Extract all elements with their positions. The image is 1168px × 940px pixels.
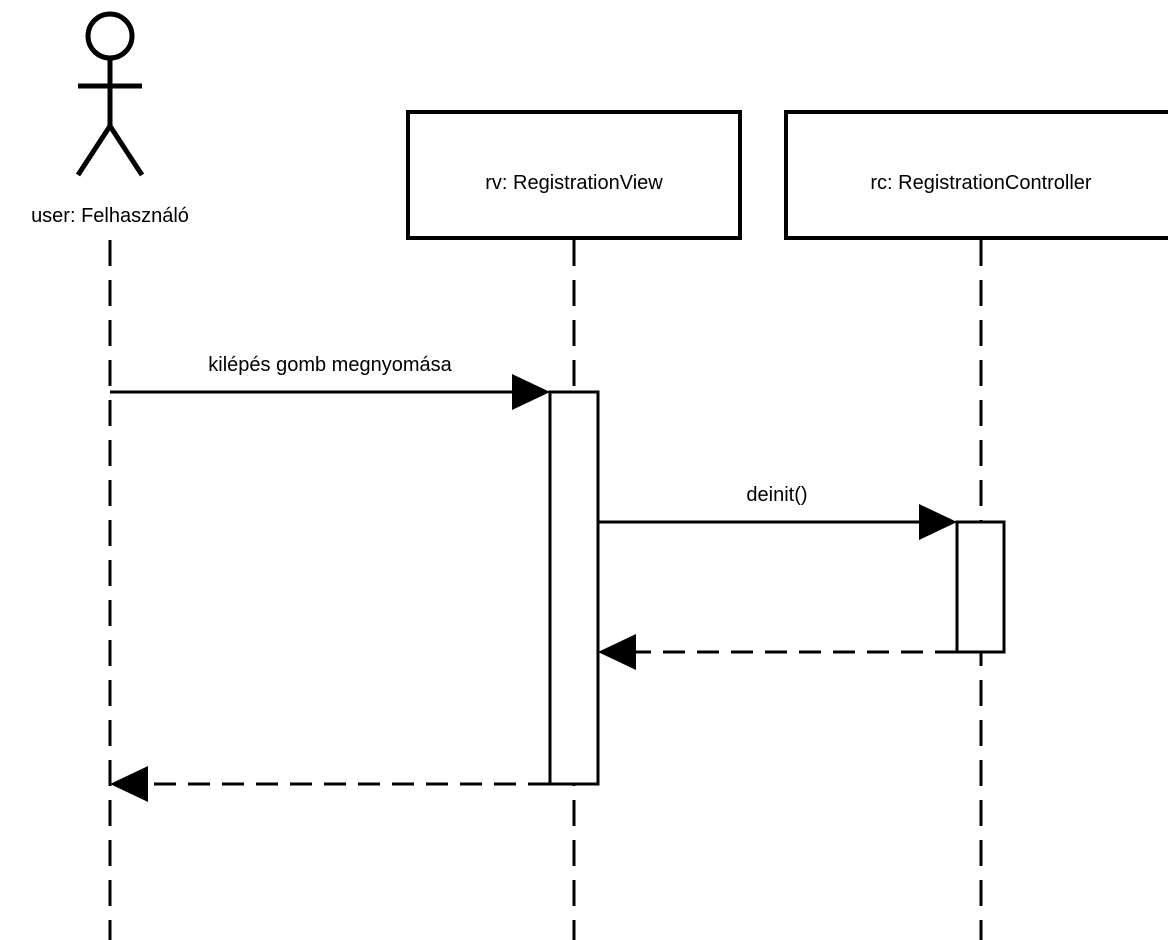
activation-rv <box>548 390 600 786</box>
actor-user: user: Felhasználó <box>31 11 189 227</box>
participant-label-rv: rv: RegistrationView <box>485 172 663 194</box>
message-label: deinit() <box>746 484 807 506</box>
actor-head-icon <box>85 11 135 61</box>
activation-rc <box>955 520 1006 654</box>
arrowhead-filled-icon <box>919 504 957 540</box>
message-return-rc-rv <box>598 634 957 670</box>
message-deinit: deinit() <box>598 484 957 540</box>
actor-left-leg <box>75 124 113 177</box>
message-label: kilépés gomb megnyomása <box>208 354 452 376</box>
actor-right-leg <box>107 124 145 177</box>
participant-box-rc <box>784 110 1168 240</box>
participant-rc: rc: RegistrationController <box>784 110 1168 240</box>
arrowhead-filled-icon <box>512 374 550 410</box>
participant-rv: rv: RegistrationView <box>406 110 742 240</box>
message-return-rv-user <box>110 766 550 802</box>
participant-box-rv <box>406 110 742 240</box>
message-kilepes: kilépés gomb megnyomása <box>110 354 550 410</box>
actor-label: user: Felhasználó <box>31 205 189 227</box>
arrowhead-filled-icon <box>598 634 636 670</box>
participant-label-rc: rc: RegistrationController <box>870 172 1092 194</box>
arrowhead-filled-icon <box>110 766 148 802</box>
